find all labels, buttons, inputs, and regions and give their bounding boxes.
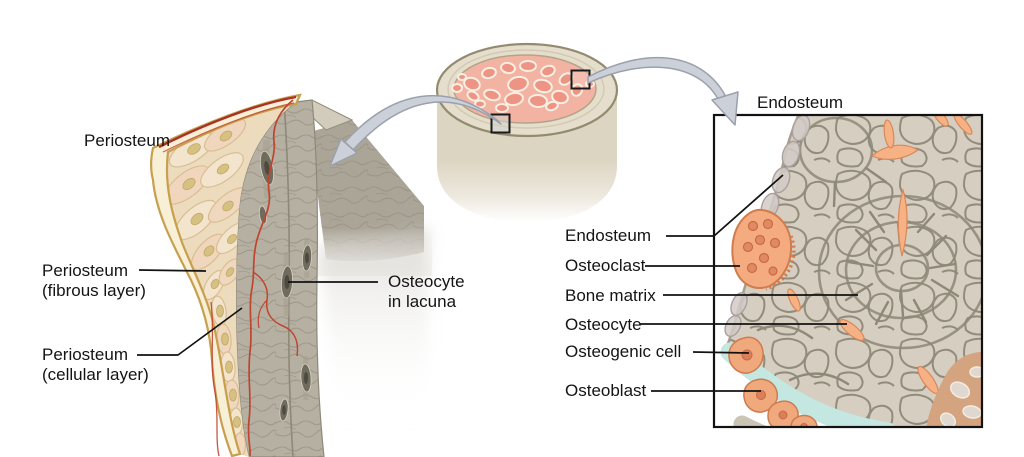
osteocyte-nuclei	[264, 161, 309, 415]
blood-vessels	[158, 95, 299, 457]
zoom-box-endosteum	[570, 69, 591, 90]
leader-lines	[137, 174, 858, 392]
periosteum-fibrous-label: Periosteum (fibrous layer)	[42, 261, 146, 301]
periosteum-fibrous-line2: (fibrous layer)	[42, 281, 146, 300]
arrow-to-endosteum-head	[711, 91, 739, 126]
marrow-corner	[926, 352, 981, 426]
arrow-to-periosteum-head	[329, 138, 358, 167]
lower-bone-band	[733, 415, 767, 426]
osteocyte-label: Osteocyte	[565, 315, 642, 334]
bone-matrix-label: Bone matrix	[565, 286, 656, 305]
detail-box-border	[712, 113, 984, 429]
osteocyte-lacuna-line2: in lacuna	[388, 292, 457, 311]
trabecular-blobs	[451, 60, 595, 113]
cylinder-rim	[447, 49, 605, 129]
endosteum-title: Endosteum	[757, 93, 843, 112]
bone-cylinder-section	[435, 42, 619, 222]
endosteum-leader	[666, 174, 784, 237]
fibrous-layer-leader	[138, 269, 207, 272]
fibrous-cell-nuclei	[182, 130, 241, 428]
periosteum-cellular-label: Periosteum (cellular layer)	[42, 345, 149, 385]
periosteum-outer-band	[150, 93, 302, 457]
periosteum-cellular-line1: Periosteum	[42, 345, 128, 364]
endosteum-label: Endosteum	[565, 226, 651, 245]
periosteum-cellular-line2: (cellular layer)	[42, 365, 149, 384]
osteoblast-cell-3	[790, 414, 818, 426]
osteoblast-label: Osteoblast	[565, 381, 647, 400]
osteogenic-cell-leader	[692, 351, 750, 354]
osteoclast-cell	[731, 208, 796, 291]
cellular-layer-leader	[137, 307, 243, 356]
periosteum-fibrous-line1: Periosteum	[42, 261, 128, 280]
soft-shadow	[320, 226, 428, 424]
endosteum-detail	[712, 113, 984, 429]
osteoclast-nuclei	[742, 218, 781, 276]
osteogenic-and-osteoblast-cells	[728, 336, 818, 426]
osteoclast-label: Osteoclast	[565, 256, 646, 275]
osteocyte-lacuna-line1: Osteocyte	[388, 272, 465, 291]
osteogenic-cell-label: Osteogenic cell	[565, 342, 682, 361]
zoom-arrows	[329, 56, 739, 167]
periosteum-label: Periosteum	[84, 131, 170, 150]
osteocyte-lacuna-label: Osteocyte in lacuna	[388, 272, 465, 312]
